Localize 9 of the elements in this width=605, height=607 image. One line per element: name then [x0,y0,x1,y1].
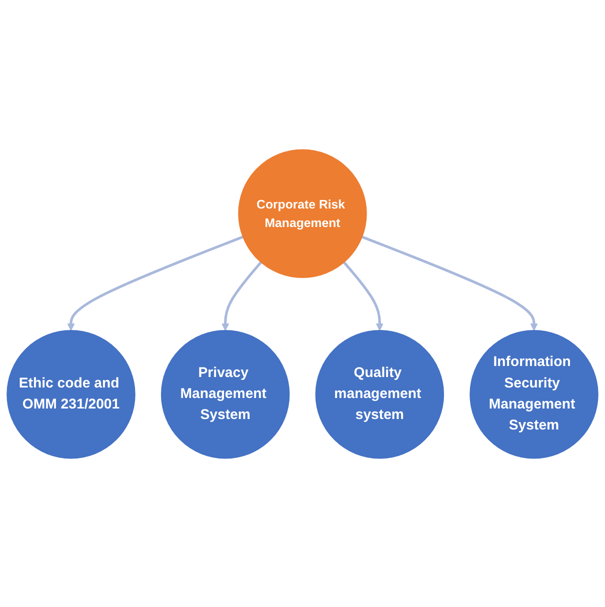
arrow [362,235,538,330]
arrow [221,260,262,330]
node-circle: Corporate Risk Management [238,148,367,278]
node-circle: Ethic code and OMM 231/2001 [6,330,136,458]
arrow [343,260,384,330]
node-circle: Privacy Management System [160,330,290,458]
arrow [67,235,244,330]
node-circle: Quality management system [315,330,444,458]
node-circle: Information Security Management System [470,330,598,458]
